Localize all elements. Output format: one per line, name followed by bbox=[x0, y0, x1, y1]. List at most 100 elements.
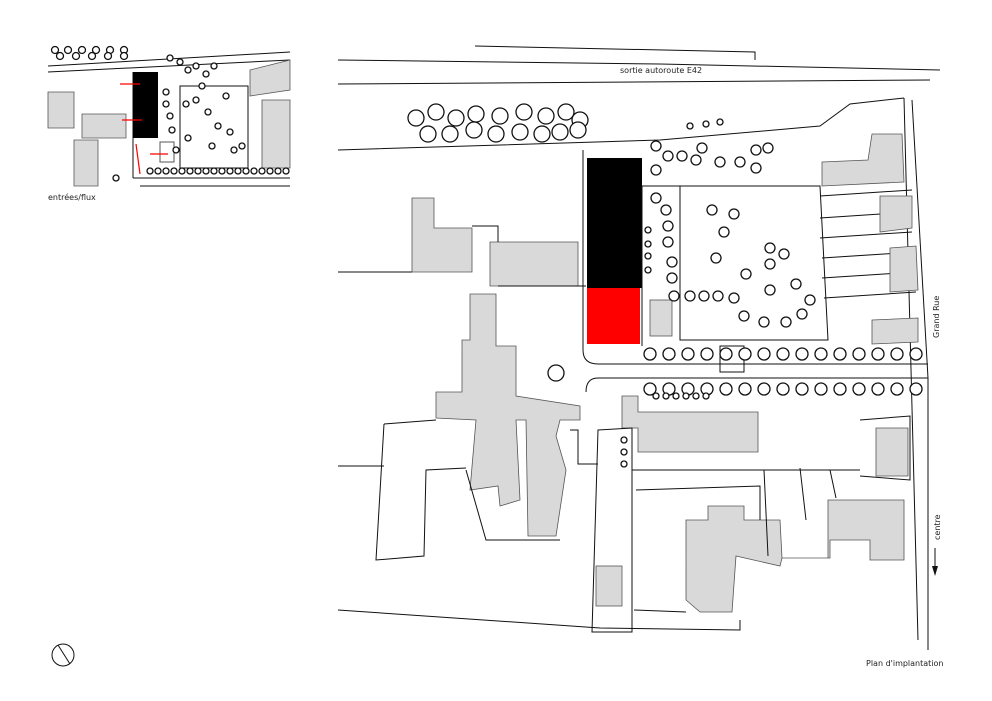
center-label: centre bbox=[933, 514, 942, 540]
tree-icon bbox=[192, 62, 200, 70]
tree-icon bbox=[702, 392, 710, 400]
tree-icon bbox=[537, 107, 555, 125]
tree-icon bbox=[814, 382, 828, 396]
tree-icon bbox=[467, 105, 485, 123]
tree-icon bbox=[441, 125, 459, 143]
tree-icon bbox=[871, 382, 885, 396]
tree-icon bbox=[718, 226, 730, 238]
highway-line-lower bbox=[337, 79, 931, 85]
tree-icon bbox=[644, 266, 652, 274]
tree-icon bbox=[55, 51, 65, 61]
tree-icon bbox=[238, 142, 246, 150]
tree-icon bbox=[716, 118, 724, 126]
tree-icon bbox=[764, 284, 776, 296]
tree-icon bbox=[168, 126, 176, 134]
tree-icon bbox=[780, 316, 792, 328]
grand-rue-label: Grand Rue bbox=[932, 296, 941, 338]
inset-map: entrées/flux bbox=[47, 45, 291, 202]
east-building bbox=[879, 195, 913, 233]
street-kiosk bbox=[719, 345, 745, 373]
south-building-row bbox=[685, 499, 905, 613]
tree-icon bbox=[790, 278, 802, 290]
tree-icon bbox=[282, 167, 290, 175]
tree-icon bbox=[719, 347, 733, 361]
tree-icon bbox=[662, 392, 670, 400]
tree-icon bbox=[242, 167, 250, 175]
tree-icon bbox=[266, 167, 274, 175]
south-small-building bbox=[595, 565, 623, 607]
new-volume-black bbox=[587, 158, 642, 288]
inset-flow-arrow bbox=[135, 143, 141, 175]
tree-icon bbox=[690, 154, 702, 166]
south-east-building bbox=[875, 427, 909, 477]
inset-trees bbox=[50, 45, 290, 182]
tree-icon bbox=[166, 112, 174, 120]
tree-icon bbox=[682, 392, 690, 400]
tree-icon bbox=[814, 347, 828, 361]
tree-icon bbox=[700, 347, 714, 361]
tree-icon bbox=[871, 347, 885, 361]
tree-icon bbox=[728, 292, 740, 304]
tree-icon bbox=[204, 108, 212, 116]
grand-rue-line bbox=[911, 99, 929, 379]
main-plan: sortie autoroute E42 bbox=[337, 45, 944, 668]
tree-icon bbox=[710, 252, 722, 264]
east-building bbox=[889, 245, 919, 293]
north-boundary bbox=[337, 97, 905, 151]
tree-icon bbox=[162, 167, 170, 175]
inset-caption-flows: entrées/flux bbox=[48, 192, 96, 202]
inset-building bbox=[47, 91, 75, 129]
tree-icon bbox=[909, 382, 923, 396]
tree-icon bbox=[182, 100, 190, 108]
tree-icon bbox=[154, 167, 162, 175]
new-volume-red bbox=[587, 288, 640, 344]
tree-icon bbox=[198, 82, 206, 90]
tree-icon bbox=[146, 167, 154, 175]
tree-icon bbox=[686, 122, 694, 130]
tree-icon bbox=[258, 167, 266, 175]
tree-icon bbox=[218, 167, 226, 175]
house-row-line bbox=[823, 291, 917, 299]
tree-icon bbox=[71, 51, 81, 61]
tree-icon bbox=[909, 347, 923, 361]
park-enclosure bbox=[679, 185, 829, 341]
tree-icon bbox=[77, 45, 87, 55]
tree-icon bbox=[447, 109, 465, 127]
tree-icon bbox=[230, 146, 238, 154]
tree-icon bbox=[184, 134, 192, 142]
north-arrow-icon bbox=[51, 643, 75, 667]
tree-icon bbox=[250, 167, 258, 175]
road-south-curve bbox=[585, 377, 599, 393]
small-annex bbox=[649, 299, 673, 337]
south-lot bbox=[591, 427, 633, 633]
inset-road-top-2 bbox=[47, 59, 291, 73]
down-arrow-icon bbox=[932, 548, 938, 576]
tree-icon bbox=[210, 167, 218, 175]
east-boundary bbox=[903, 97, 919, 641]
tree-icon bbox=[186, 167, 194, 175]
tree-icon bbox=[738, 347, 752, 361]
tree-icon bbox=[166, 54, 174, 62]
west-building bbox=[411, 197, 473, 273]
tree-icon bbox=[650, 192, 662, 204]
tree-icon bbox=[87, 51, 97, 61]
tree-icon bbox=[427, 103, 445, 121]
roundabout-icon bbox=[547, 364, 565, 382]
tree-icon bbox=[112, 174, 120, 182]
tree-icon bbox=[214, 122, 222, 130]
tree-icon bbox=[184, 66, 192, 74]
tree-icon bbox=[852, 347, 866, 361]
inset-new-volume bbox=[133, 72, 158, 138]
small-parcel bbox=[570, 429, 598, 465]
south-building bbox=[621, 395, 759, 453]
tree-icon bbox=[712, 290, 724, 302]
tree-icon bbox=[551, 123, 569, 141]
tree-icon bbox=[676, 150, 688, 162]
highway-line-upper bbox=[474, 45, 756, 60]
tree-icon bbox=[758, 316, 770, 328]
tree-icon bbox=[764, 258, 776, 270]
tree-icon bbox=[643, 347, 657, 361]
west-parcel bbox=[375, 419, 467, 561]
tree-icon bbox=[569, 121, 587, 139]
